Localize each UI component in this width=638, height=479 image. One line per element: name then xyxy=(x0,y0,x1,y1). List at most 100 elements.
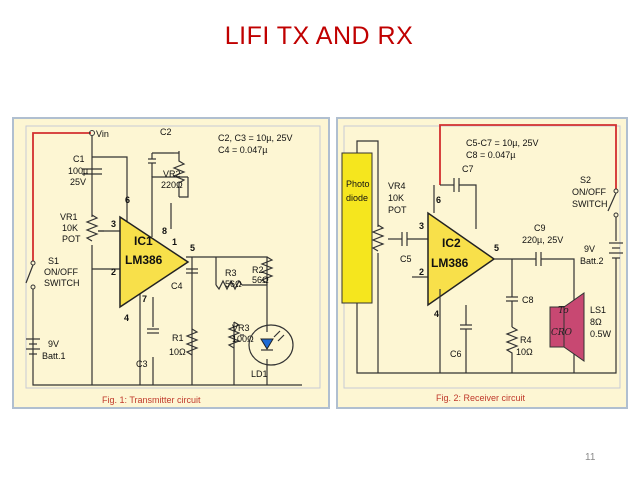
component-label: 8 xyxy=(162,226,167,236)
schematic-element xyxy=(227,321,241,349)
component-label: 3 xyxy=(111,219,116,229)
component-label: 4 xyxy=(124,313,129,323)
component-label: LM386 xyxy=(431,256,469,270)
component-label: C2 xyxy=(160,127,172,137)
component-label: 8Ω xyxy=(590,317,602,327)
component-label: 9V xyxy=(584,244,595,254)
component-label: ON/OFF xyxy=(44,267,78,277)
schematic-element xyxy=(89,130,95,136)
component-label: Fig. 2: Receiver circuit xyxy=(436,393,526,403)
component-label: LS1 xyxy=(590,305,606,315)
schematic-element xyxy=(25,125,321,389)
schematic-element xyxy=(119,215,190,309)
component-label: POT xyxy=(62,234,81,244)
component-label: 7 xyxy=(142,294,147,304)
component-label: diode xyxy=(346,193,368,203)
component-label: 10Ω xyxy=(516,347,533,357)
schematic-element xyxy=(215,279,243,291)
component-label: CRO xyxy=(551,328,573,338)
component-label: ON/OFF xyxy=(572,187,606,197)
schematic-element xyxy=(541,258,575,313)
schematic-element xyxy=(25,264,34,284)
component-label: Fig. 1: Transmitter circuit xyxy=(102,395,201,405)
component-label: 100Ω xyxy=(232,334,254,344)
component-label: Photo xyxy=(346,179,370,189)
schematic-element xyxy=(185,328,199,356)
component-label: C4 = 0.047µ xyxy=(218,145,267,155)
schematic-element xyxy=(439,124,617,189)
component-label: 3 xyxy=(419,221,424,231)
component-label: 10K xyxy=(62,223,78,233)
schematic-element xyxy=(371,224,385,252)
component-label: R2 xyxy=(252,265,264,275)
component-label: 220µ, 25V xyxy=(522,235,563,245)
component-label: Batt.1 xyxy=(42,351,66,361)
component-label: 25V xyxy=(70,177,86,187)
schematic-element xyxy=(248,324,294,366)
schematic-element xyxy=(341,152,373,304)
schematic-element xyxy=(260,256,274,284)
component-label: Batt.2 xyxy=(580,256,604,266)
schematic-element xyxy=(356,303,574,374)
receiver-panel: Photo diode C5-C7 = 10µ, 25V C8 = 0.047µ… xyxy=(336,117,638,409)
component-label: 5 xyxy=(190,243,195,253)
schematic-element xyxy=(505,326,519,373)
component-label: 6 xyxy=(125,195,130,205)
slide-title: LIFI TX AND RX xyxy=(224,22,414,50)
schematic-element xyxy=(172,151,186,197)
component-label: 5 xyxy=(494,243,499,253)
component-label: R4 xyxy=(520,335,532,345)
component-label: C1 xyxy=(73,154,85,164)
schematic-element xyxy=(356,140,379,227)
component-label: 6 xyxy=(436,195,441,205)
component-label: 1 xyxy=(172,237,177,247)
component-label: C3 xyxy=(136,359,148,369)
component-label: SWITCH xyxy=(44,278,80,288)
component-label: C6 xyxy=(450,349,462,359)
component-label: SWITCH xyxy=(572,199,608,209)
schematic-element xyxy=(179,177,189,198)
schematic-element xyxy=(85,214,99,242)
component-label: 220Ω xyxy=(161,180,183,190)
schematic-element xyxy=(459,184,477,229)
schematic-element xyxy=(574,258,617,374)
schematic-element xyxy=(260,338,274,350)
component-label: C5 xyxy=(400,254,412,264)
schematic-element xyxy=(32,315,302,386)
component-label: 56Ω xyxy=(225,279,242,289)
schematic-element xyxy=(273,330,285,342)
component-label: 4 xyxy=(434,309,439,319)
component-label: To xyxy=(558,306,569,316)
schematic-element xyxy=(242,284,268,307)
component-label: C9 xyxy=(534,223,546,233)
component-label: 9V xyxy=(48,339,59,349)
schematic-element xyxy=(32,132,91,261)
schematic-element xyxy=(563,292,585,362)
component-label: VR1 xyxy=(60,212,78,222)
component-label: IC1 xyxy=(134,234,153,248)
component-label: R3 xyxy=(225,268,237,278)
component-label: S1 xyxy=(48,256,59,266)
component-label: IC2 xyxy=(442,236,461,250)
component-label: Vin xyxy=(96,129,109,139)
component-label: VR3 xyxy=(232,323,250,333)
component-label: C7 xyxy=(462,164,474,174)
component-label: C8 = 0.047µ xyxy=(466,150,515,160)
component-label: 0.5W xyxy=(590,329,612,339)
transmitter-panel: Vin C1 100µ 25V C2 VR2 220Ω C2, C3 = 10µ… xyxy=(12,117,330,409)
component-label: LD1 xyxy=(251,369,268,379)
component-label: 10Ω xyxy=(169,347,186,357)
schematic-element xyxy=(607,192,617,212)
component-label: VR4 xyxy=(388,181,406,191)
component-label: 2 xyxy=(111,267,116,277)
component-label: 56Ω xyxy=(252,275,269,285)
component-label: C4 xyxy=(171,281,183,291)
component-label: 2 xyxy=(419,267,424,277)
component-label: C2, C3 = 10µ, 25V xyxy=(218,133,292,143)
component-label: C5-C7 = 10µ, 25V xyxy=(466,138,538,148)
schematic-element xyxy=(427,211,496,307)
component-label: VR2 xyxy=(163,169,181,179)
component-label: 10K xyxy=(388,193,404,203)
component-label: C8 xyxy=(522,295,534,305)
component-label: S2 xyxy=(580,175,591,185)
